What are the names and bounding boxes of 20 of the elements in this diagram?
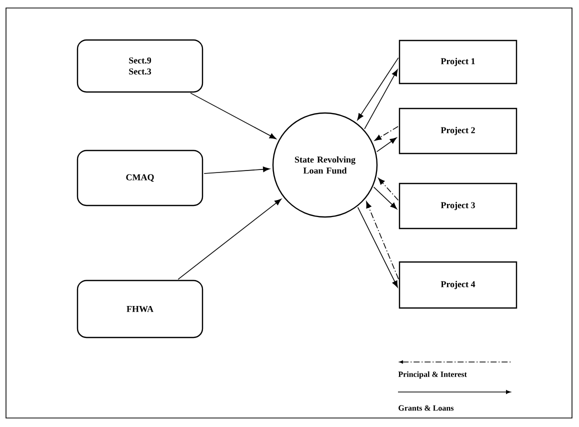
arrow xyxy=(374,126,398,141)
arrow xyxy=(357,206,398,288)
arrow xyxy=(376,137,397,152)
project-box: Project 3 xyxy=(398,182,518,230)
arrow xyxy=(190,92,276,140)
legend-label: Principal & Interest xyxy=(398,371,467,379)
source-box: Sect.9 Sect.3 xyxy=(76,39,204,93)
project-box: Project 1 xyxy=(398,40,518,84)
source-box: FHWA xyxy=(76,280,204,338)
arrow xyxy=(378,178,399,201)
arrow xyxy=(364,69,398,130)
arrow xyxy=(373,186,398,210)
legend-label: Grants & Loans xyxy=(398,405,454,411)
arrow xyxy=(366,201,399,280)
project-box: Project 2 xyxy=(398,108,518,154)
arrow xyxy=(204,166,270,174)
project-box: Project 4 xyxy=(398,261,518,309)
source-box: CMAQ xyxy=(76,150,204,206)
arrow xyxy=(357,57,399,120)
arrow xyxy=(178,198,282,280)
